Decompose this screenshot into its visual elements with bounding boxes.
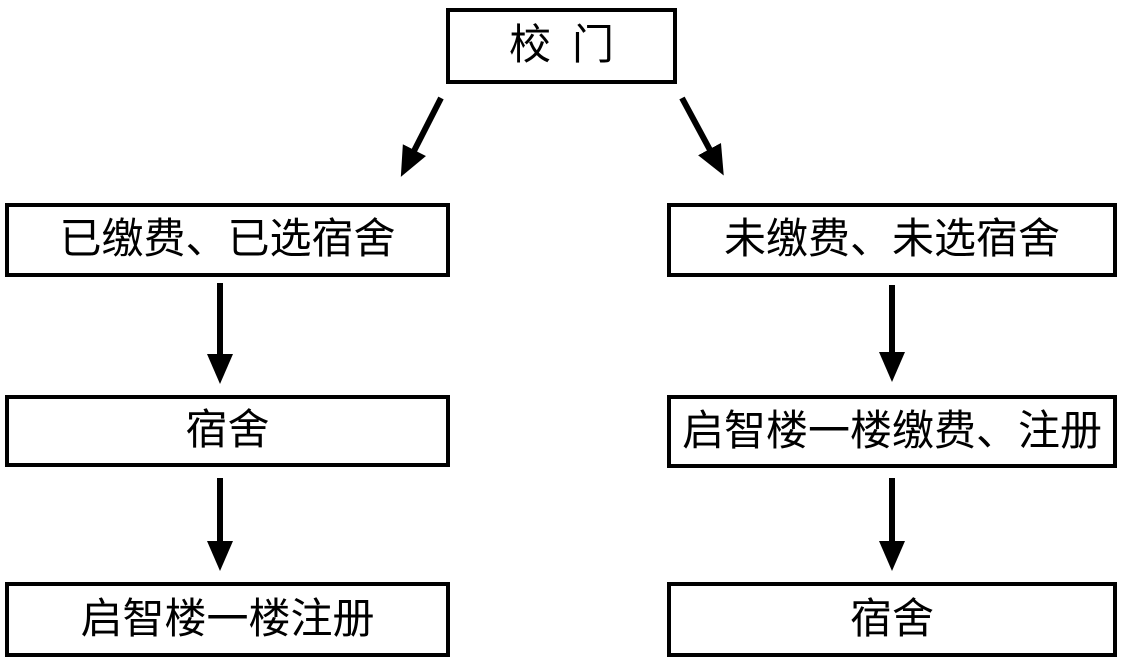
node-pay-register-qizhi-label: 启智楼一楼缴费、注册 bbox=[681, 408, 1102, 455]
node-dormitory-right-label: 宿舍 bbox=[849, 596, 934, 643]
node-school-gate-label: 校门 bbox=[508, 23, 635, 69]
arrow-gate-to-unpaid bbox=[679, 96, 724, 176]
node-unpaid-unselected-dorm: 未缴费、未选宿舍 bbox=[667, 203, 1117, 277]
node-register-qizhi: 启智楼一楼注册 bbox=[5, 582, 450, 657]
node-pay-register-qizhi: 启智楼一楼缴费、注册 bbox=[667, 395, 1117, 468]
node-dormitory-left-label: 宿舍 bbox=[185, 408, 270, 454]
node-register-qizhi-label: 启智楼一楼注册 bbox=[80, 596, 375, 643]
node-unpaid-unselected-dorm-label: 未缴费、未选宿舍 bbox=[723, 217, 1060, 263]
node-school-gate: 校门 bbox=[446, 8, 677, 84]
node-dormitory-left: 宿舍 bbox=[5, 395, 450, 467]
node-dormitory-right: 宿舍 bbox=[667, 582, 1117, 657]
node-paid-selected-dorm: 已缴费、已选宿舍 bbox=[5, 203, 450, 277]
arrow-gate-to-paid bbox=[400, 96, 444, 177]
node-paid-selected-dorm-label: 已缴费、已选宿舍 bbox=[59, 217, 396, 263]
